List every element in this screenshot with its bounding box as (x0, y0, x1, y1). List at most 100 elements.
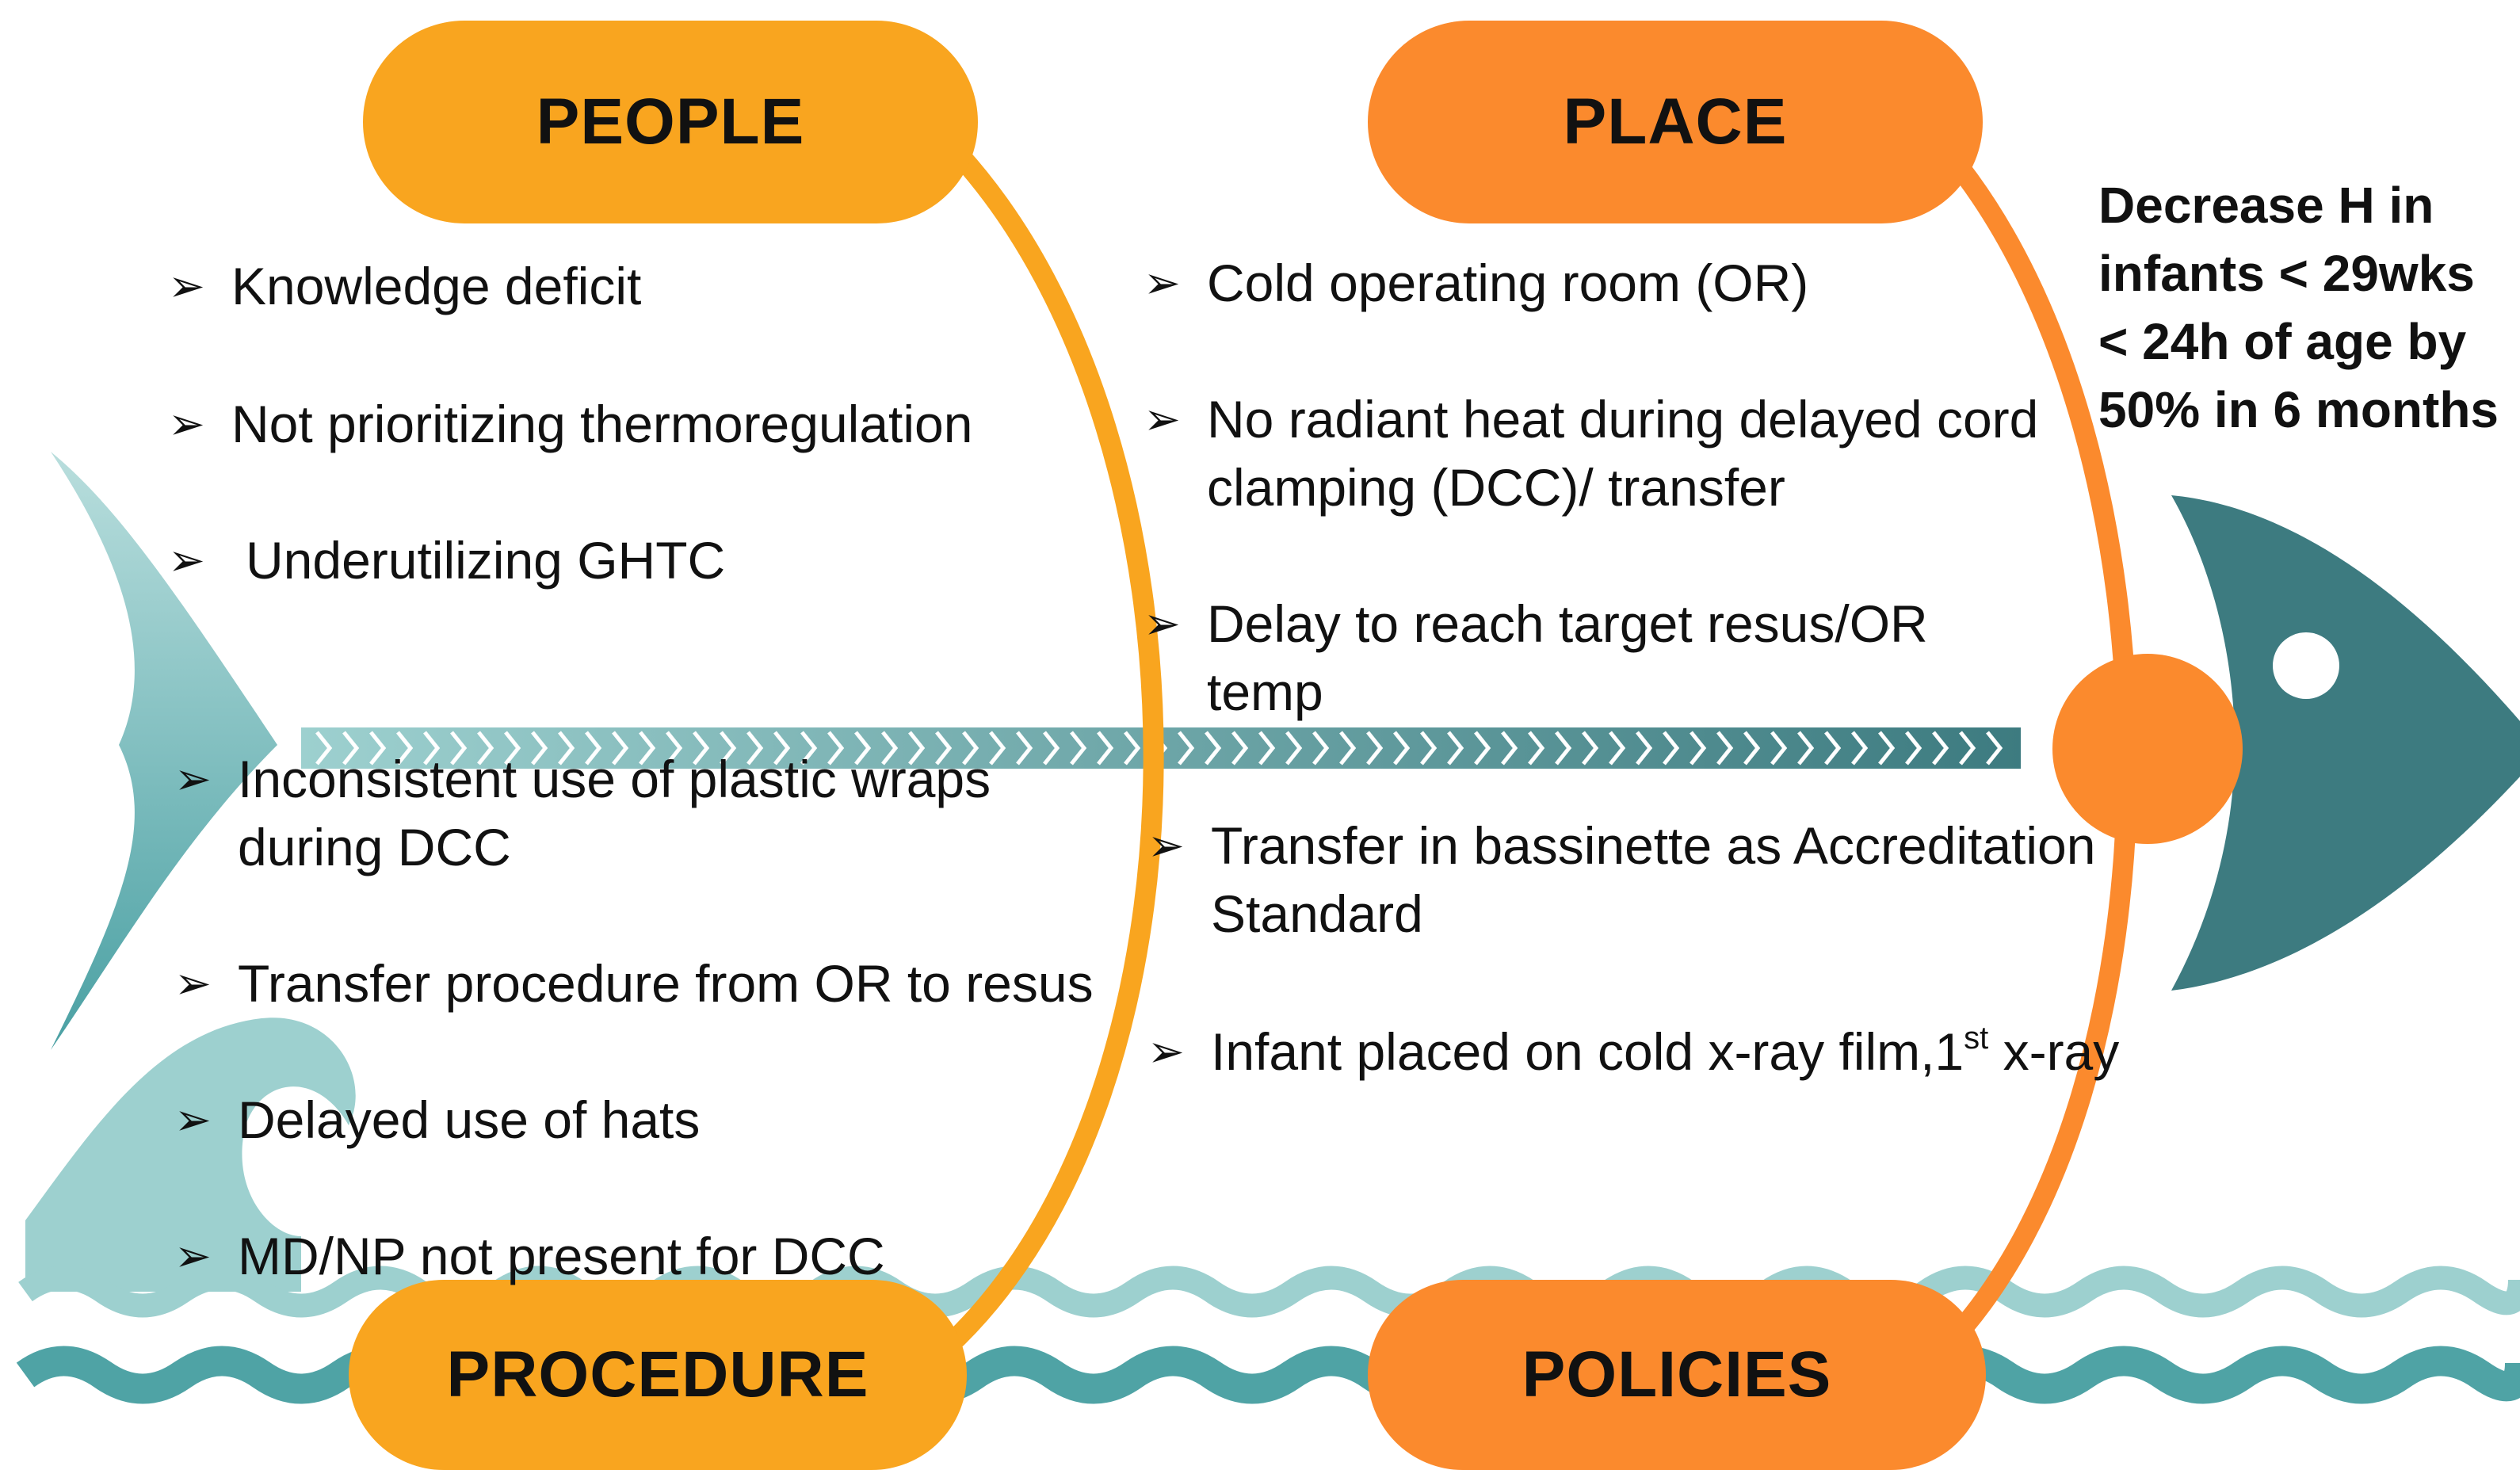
spine-joint (2052, 654, 2243, 844)
spine-chevron (1824, 731, 1842, 766)
place-item: ➢ Transfer in bassinette as Accreditatio… (1147, 811, 2130, 948)
spine-chevron (639, 731, 656, 766)
spine-chevron (1231, 731, 1249, 766)
fish-tail (51, 452, 277, 1050)
spine-chevron (800, 731, 818, 766)
place-item: ➢ Infant placed on cold x-ray film,1st x… (1147, 1018, 2201, 1086)
spine-chevron (1124, 731, 1141, 766)
spine-chevron (746, 731, 764, 766)
spine-chevron (962, 731, 979, 766)
people-item: ➢ Transfer procedure from OR to resus (174, 949, 1149, 1018)
spine-chevron (854, 731, 872, 766)
spine-chevron (908, 731, 926, 766)
fish-head (2171, 495, 2520, 991)
spine-chevron (773, 731, 791, 766)
spine-chevron (693, 731, 710, 766)
spine-chevron (1609, 731, 1626, 766)
category-procedure: PROCEDURE (349, 1280, 967, 1470)
bullet-icon: ➢ (174, 1231, 212, 1281)
spine-chevron (1690, 731, 1707, 766)
spine-chevrons (315, 731, 2003, 766)
spine-chevron (1097, 731, 1114, 766)
people-item: ➢ Knowledge deficit (168, 252, 1143, 320)
spine-chevron (1258, 731, 1276, 766)
spine-chevron (1932, 731, 1949, 766)
spine-chevron (531, 731, 548, 766)
spine-chevron (504, 731, 521, 766)
spine-chevron (1312, 731, 1330, 766)
spine-chevron (1178, 731, 1195, 766)
spine-chevron (1016, 731, 1033, 766)
people-item: ➢ Underutilizing GHTC (168, 526, 1157, 594)
spine-chevron (315, 731, 333, 766)
spine-chevron (1205, 731, 1222, 766)
spine-chevron (585, 731, 602, 766)
spine-chevron (1797, 731, 1815, 766)
spine-chevron (1905, 731, 1922, 766)
goal-statement: Decrease H in infants < 29wks < 24h of a… (2098, 177, 2499, 438)
bullet-icon: ➢ (1144, 258, 1181, 307)
spine-chevron (1878, 731, 1896, 766)
spine-chevron (1582, 731, 1599, 766)
spine-chevron (423, 731, 441, 766)
spine-chevron (1070, 731, 1087, 766)
spine-chevron (1663, 731, 1680, 766)
spine-chevron (1393, 731, 1411, 766)
category-people: PEOPLE (363, 21, 978, 223)
people-item: ➢ Inconsistent use of plastic wraps duri… (174, 745, 1030, 881)
people-item: ➢ MD/NP not present for DCC (174, 1222, 1149, 1290)
spine-chevron (1285, 731, 1303, 766)
spine-chevron (1959, 731, 1976, 766)
place-item: ➢ Delay to reach target resus/OR temp (1144, 590, 1999, 726)
spine-chevron (935, 731, 953, 766)
bullet-icon: ➢ (168, 535, 205, 585)
bullet-icon: ➢ (168, 261, 205, 311)
place-item: ➢ Cold operating room (OR) (1144, 249, 2079, 317)
bullet-icon: ➢ (174, 958, 212, 1008)
spine-chevron (1716, 731, 1734, 766)
spine-chevron (369, 731, 387, 766)
spine-chevron (1501, 731, 1518, 766)
spine-chevron (827, 731, 845, 766)
spine-chevron (1339, 731, 1357, 766)
spine-chevron (666, 731, 683, 766)
spine-chevron (720, 731, 737, 766)
bullet-icon: ➢ (174, 1094, 212, 1144)
place-item: ➢ No radiant heat during delayed cord cl… (1144, 385, 2079, 521)
wave-curl (25, 1018, 356, 1292)
category-place: PLACE (1368, 21, 1983, 223)
spine-chevron (396, 731, 414, 766)
spine-chevron (1636, 731, 1653, 766)
spine-chevron (558, 731, 575, 766)
spine-chevron (342, 731, 360, 766)
category-policies: POLICIES (1368, 1280, 1986, 1470)
spine-chevron (989, 731, 1006, 766)
spine-chevron (1474, 731, 1491, 766)
spine-chevron (1043, 731, 1060, 766)
fish-eye (2273, 632, 2339, 699)
spine-chevron (1743, 731, 1761, 766)
bullet-icon: ➢ (174, 754, 212, 804)
spine-chevron (477, 731, 494, 766)
spine-chevron (450, 731, 468, 766)
spine-chevron (1528, 731, 1545, 766)
spine-chevron (1366, 731, 1384, 766)
bone-people-procedure (940, 147, 1164, 1355)
spine-chevron (1986, 731, 2003, 766)
bullet-icon: ➢ (1144, 394, 1181, 444)
people-item: ➢ Delayed use of hats (174, 1086, 1149, 1154)
spine-chevron (881, 731, 899, 766)
spine-chevron (1447, 731, 1464, 766)
spine-chevron (1770, 731, 1788, 766)
people-item: ➢ Not prioritizing thermoregulation (168, 390, 1143, 458)
spine-chevron (1420, 731, 1438, 766)
spine-chevron (612, 731, 629, 766)
bullet-icon: ➢ (1144, 598, 1181, 648)
spine-chevron (1851, 731, 1869, 766)
bullet-icon: ➢ (1147, 820, 1185, 870)
bullet-icon: ➢ (168, 399, 205, 449)
spine-chevron (1555, 731, 1572, 766)
bullet-icon: ➢ (1147, 1026, 1185, 1076)
